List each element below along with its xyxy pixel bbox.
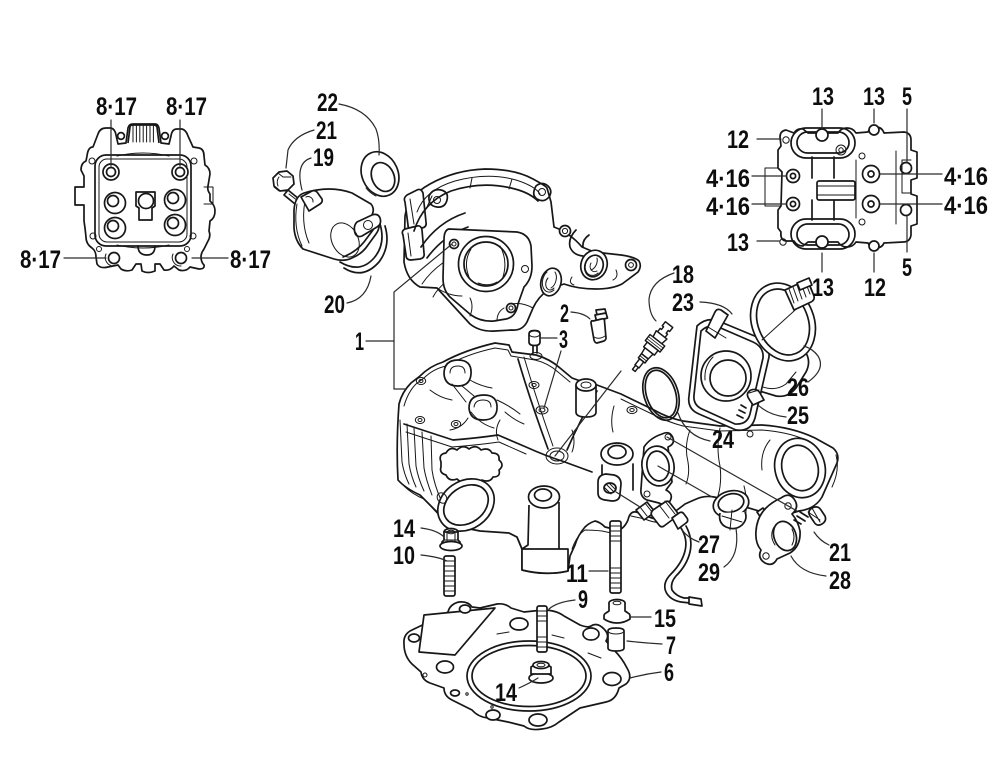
- svg-text:13: 13: [812, 274, 834, 302]
- svg-text:13: 13: [863, 83, 885, 111]
- svg-text:8·17: 8·17: [230, 246, 271, 274]
- svg-text:13: 13: [727, 229, 749, 257]
- svg-text:3: 3: [559, 326, 568, 354]
- svg-text:4·16: 4·16: [944, 192, 988, 220]
- svg-text:2: 2: [560, 300, 569, 328]
- svg-text:4·16: 4·16: [706, 193, 750, 221]
- svg-text:8·17: 8·17: [20, 246, 61, 274]
- svg-text:14: 14: [495, 679, 517, 707]
- svg-text:5: 5: [902, 254, 912, 282]
- svg-text:23: 23: [672, 289, 694, 317]
- svg-text:21: 21: [316, 117, 337, 145]
- svg-text:25: 25: [787, 402, 809, 430]
- svg-text:14: 14: [393, 515, 415, 543]
- svg-text:8·17: 8·17: [96, 93, 137, 121]
- svg-text:22: 22: [317, 89, 338, 117]
- svg-text:9: 9: [578, 586, 588, 614]
- svg-text:24: 24: [712, 426, 734, 454]
- svg-text:5: 5: [902, 83, 912, 111]
- svg-text:20: 20: [324, 291, 345, 319]
- svg-text:27: 27: [698, 531, 720, 559]
- svg-text:1: 1: [355, 328, 364, 356]
- svg-text:21: 21: [829, 539, 851, 567]
- svg-text:11: 11: [566, 560, 588, 588]
- svg-text:10: 10: [393, 542, 415, 570]
- svg-text:13: 13: [812, 83, 834, 111]
- svg-text:6: 6: [664, 659, 674, 687]
- svg-text:12: 12: [864, 274, 886, 302]
- svg-text:8·17: 8·17: [166, 93, 207, 121]
- svg-text:18: 18: [672, 261, 694, 289]
- svg-text:28: 28: [829, 567, 851, 595]
- svg-text:7: 7: [666, 632, 676, 660]
- svg-text:29: 29: [698, 559, 720, 587]
- svg-text:12: 12: [727, 126, 749, 154]
- svg-text:19: 19: [313, 144, 334, 172]
- svg-text:15: 15: [654, 605, 676, 633]
- svg-text:26: 26: [787, 374, 809, 402]
- svg-text:4·16: 4·16: [706, 165, 750, 193]
- svg-text:4·16: 4·16: [944, 163, 988, 191]
